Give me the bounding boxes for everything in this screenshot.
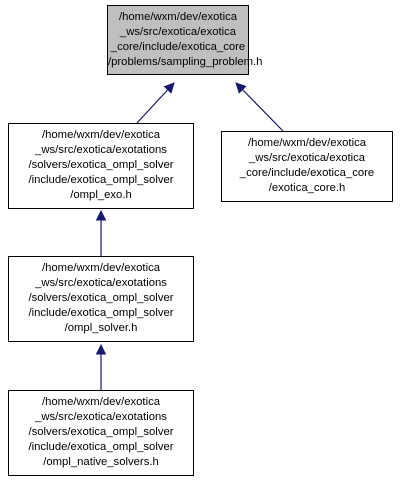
node-label-line: /solvers/exotica_ompl_solver bbox=[28, 159, 174, 171]
edge-exotica-core-to-sampling-problem bbox=[235, 82, 284, 132]
node-label-line: /home/wxm/dev/exotica bbox=[41, 129, 161, 141]
node-label-line: _core/include/exotica_core bbox=[239, 167, 375, 179]
node-label-line: /include/exotica_ompl_solver bbox=[28, 174, 174, 186]
node-label-line: _ws/src/exotica/exotations bbox=[35, 277, 167, 289]
node-label-line: _ws/src/exotica/exotations bbox=[35, 411, 167, 423]
node-label-line: /home/wxm/dev/exotica bbox=[41, 262, 161, 274]
node-label-line: /include/exotica_ompl_solver bbox=[28, 441, 174, 453]
node-ompl-exo[interactable]: /home/wxm/dev/exotica _ws/src/exotica/ex… bbox=[8, 123, 194, 209]
node-sampling-problem: /home/wxm/dev/exotica _ws/src/exotica/ex… bbox=[107, 5, 263, 75]
node-ompl-solver[interactable]: /home/wxm/dev/exotica _ws/src/exotica/ex… bbox=[8, 256, 194, 342]
node-label-line: /problems/sampling_problem.h bbox=[108, 56, 263, 68]
node-label-line: /exotica_core.h bbox=[268, 182, 346, 194]
node-label-line: _ws/src/exotica/exotica bbox=[248, 152, 366, 164]
node-exotica-core[interactable]: /home/wxm/dev/exotica _ws/src/exotica/ex… bbox=[221, 131, 393, 202]
node-label-line: /solvers/exotica_ompl_solver bbox=[28, 426, 174, 438]
node-label-line: /home/wxm/dev/exotica bbox=[247, 137, 367, 149]
node-label-line: _ws/src/exotica/exotica bbox=[119, 26, 237, 38]
node-label-line: /include/exotica_ompl_solver bbox=[28, 307, 174, 319]
node-label-line: /home/wxm/dev/exotica bbox=[41, 396, 161, 408]
node-label-line: _ws/src/exotica/exotations bbox=[35, 144, 167, 156]
node-label-line: /ompl_native_solvers.h bbox=[43, 456, 159, 468]
edge-ompl-exo-to-sampling-problem bbox=[136, 82, 175, 124]
node-label-line: _core/include/exotica_core bbox=[110, 41, 246, 53]
node-label-line: /ompl_exo.h bbox=[70, 189, 132, 201]
node-label-line: /ompl_solver.h bbox=[64, 322, 138, 334]
node-label-line: /home/wxm/dev/exotica bbox=[118, 11, 238, 23]
node-ompl-native-solvers[interactable]: /home/wxm/dev/exotica _ws/src/exotica/ex… bbox=[8, 390, 194, 476]
node-label-line: /solvers/exotica_ompl_solver bbox=[28, 292, 174, 304]
